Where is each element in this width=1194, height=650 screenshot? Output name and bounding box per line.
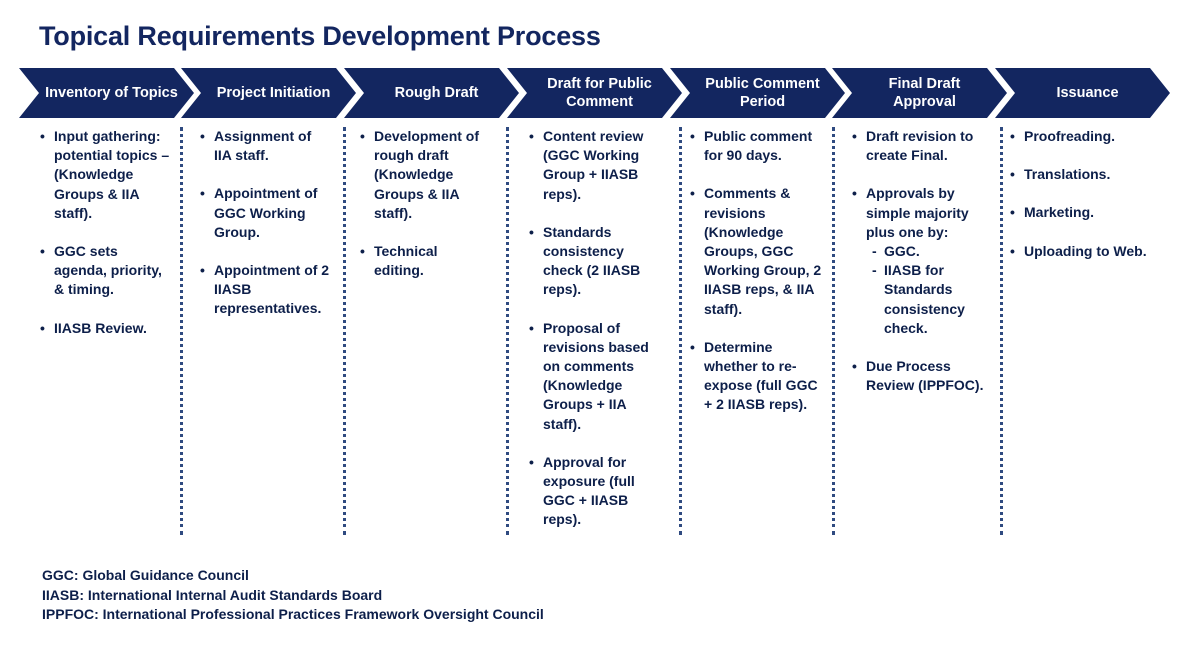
bullet-item: Marketing.: [1010, 203, 1150, 222]
bullet-item: Appointment of 2 IIASB representatives.: [200, 261, 330, 319]
bullet-text: Approval for exposure (full GGC + IIASB …: [543, 453, 635, 528]
bullet-text: Input gathering: potential topics – (Kno…: [54, 128, 170, 221]
bullet-item: Appointment of GGC Working Group.: [200, 184, 330, 242]
dotted-divider: [506, 127, 509, 535]
bullet-item: Comments & revisions (Knowledge Groups, …: [690, 184, 825, 318]
dotted-divider: [343, 127, 346, 535]
bullet-item: Translations.: [1010, 165, 1150, 184]
stage-column: Input gathering: potential topics – (Kno…: [40, 127, 170, 357]
bullet-text: IIASB Review.: [54, 319, 147, 336]
dotted-divider: [832, 127, 835, 535]
chevron-stage-7: [995, 68, 1170, 118]
chevron-stage-6: [832, 68, 1007, 118]
bullet-text: Appointment of 2 IIASB representatives.: [214, 262, 330, 317]
bullet-text: Proposal of revisions based on comments …: [543, 319, 649, 432]
bullet-text: Due Process Review (IPPFOC).: [866, 358, 984, 394]
dotted-divider: [679, 127, 682, 535]
dotted-divider: [1000, 127, 1003, 535]
bullet-item: Due Process Review (IPPFOC).: [852, 357, 992, 395]
bullet-text: Comments & revisions (Knowledge Groups, …: [704, 185, 822, 317]
stage-label: Inventory of Topics: [45, 85, 178, 101]
sub-item: GGC.: [866, 242, 992, 261]
bullet-text: Development of rough draft (Knowledge Gr…: [374, 128, 480, 221]
bullet-list: Input gathering: potential topics – (Kno…: [40, 127, 170, 338]
bullet-list: Proofreading. Translations. Marketing. Uplo…: [1010, 127, 1150, 261]
bullet-list: Public comment for 90 days. Comments & re…: [690, 127, 825, 415]
bullet-item: Approvals by simple majority plus one by…: [852, 184, 992, 338]
stage-column: Draft revision to create Final. Approvals…: [852, 127, 992, 414]
bullet-item: Development of rough draft (Knowledge Gr…: [360, 127, 490, 223]
bullet-list: Development of rough draft (Knowledge Gr…: [360, 127, 490, 280]
legend-item-iiasb: IIASB: International Internal Audit Stan…: [42, 586, 383, 603]
bullet-item: Content review (GGC Working Group + IIAS…: [529, 127, 659, 204]
bullet-item: Draft revision to create Final.: [852, 127, 992, 165]
bullet-text: Proofreading.: [1024, 128, 1116, 144]
page-title: Topical Requirements Development Process: [39, 21, 601, 51]
stage-column: Assignment of IIA staff. Appointment of G…: [200, 127, 330, 338]
bullet-text: Determine whether to re-expose (full GGC…: [704, 338, 818, 413]
stage-label: Draft for Public Comment: [547, 76, 652, 110]
bullet-text: Assignment of IIA staff.: [214, 128, 312, 164]
bullet-text: Public comment for 90 days.: [704, 128, 813, 164]
bullet-item: Determine whether to re-expose (full GGC…: [690, 338, 825, 415]
chevron-stage-5: [670, 68, 845, 118]
sub-item: IIASB for Standards consistency check.: [866, 261, 992, 338]
bullet-text: GGC sets agenda, priority, & timing.: [54, 243, 162, 298]
bullet-item: Proofreading.: [1010, 127, 1150, 146]
bullet-text: Approvals by simple majority plus one by…: [866, 185, 969, 240]
bullet-text: Standards consistency check (2 IIASB rep…: [543, 223, 641, 298]
bullet-text: Draft revision to create Final.: [866, 128, 974, 164]
bullet-text: Content review (GGC Working Group + IIAS…: [543, 128, 644, 202]
chevron-stage-4: [507, 68, 682, 118]
stage-label: Final Draft Approval: [888, 76, 961, 110]
dotted-divider: [180, 127, 183, 535]
bullet-item: Assignment of IIA staff.: [200, 127, 330, 165]
stage-column: Development of rough draft (Knowledge Gr…: [360, 127, 490, 299]
bullet-item: Standards consistency check (2 IIASB rep…: [529, 223, 659, 300]
legend-item-ippfoc: IPPFOC: International Professional Pract…: [42, 606, 544, 622]
bullet-item: Proposal of revisions based on comments …: [529, 319, 659, 434]
chevron-stage-1: [19, 68, 194, 118]
bullet-list: Assignment of IIA staff. Appointment of G…: [200, 127, 330, 319]
bullet-text: Uploading to Web.: [1024, 242, 1147, 259]
bullet-list: Content review (GGC Working Group + IIAS…: [529, 127, 659, 530]
stage-label: Public Comment Period: [705, 76, 820, 110]
bullet-item: Approval for exposure (full GGC + IIASB …: [529, 453, 659, 530]
legend-item-ggc: GGC: Global Guidance Council: [42, 567, 249, 583]
bullet-text: Technical editing.: [374, 243, 438, 279]
bullet-item: Input gathering: potential topics – (Kno…: [40, 127, 170, 223]
stage-label: Issuance: [1056, 85, 1119, 101]
chevron-stage-2: [181, 68, 356, 118]
bullet-text: Appointment of GGC Working Group.: [214, 185, 318, 240]
process-chevrons: [19, 68, 1170, 118]
stage-column: Content review (GGC Working Group + IIAS…: [529, 127, 659, 549]
bullet-item: Uploading to Web.: [1010, 242, 1150, 261]
stage-label: Rough Draft: [394, 85, 479, 101]
bullet-item: Public comment for 90 days.: [690, 127, 825, 165]
bullet-item: GGC sets agenda, priority, & timing.: [40, 242, 170, 300]
sub-list: GGC.IIASB for Standards consistency chec…: [866, 242, 992, 338]
bullet-text: Translations.: [1024, 166, 1111, 183]
bullet-text: Marketing.: [1024, 204, 1095, 221]
legend: GGC: Global Guidance Council IIASB: Inte…: [42, 566, 544, 625]
bullet-item: IIASB Review.: [40, 319, 170, 338]
stage-column: Public comment for 90 days. Comments & re…: [690, 127, 825, 434]
stage-label: Project Initiation: [216, 85, 331, 101]
chevron-stage-3: [344, 68, 519, 118]
bullet-list: Draft revision to create Final. Approvals…: [852, 127, 992, 395]
bullet-item: Technical editing.: [360, 242, 490, 280]
stage-column: Proofreading. Translations. Marketing. Uplo…: [1010, 127, 1150, 280]
